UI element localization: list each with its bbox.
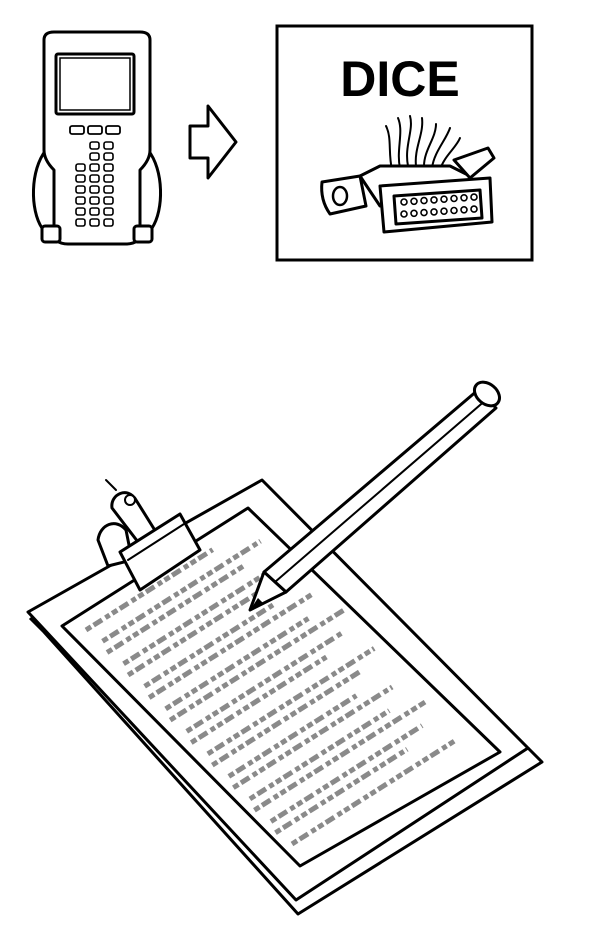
keypad-key — [103, 185, 114, 194]
keypad-key — [75, 163, 86, 172]
connector-pin — [410, 209, 418, 218]
keypad-key — [89, 163, 100, 172]
connector-pin — [420, 208, 428, 217]
connector-pin — [420, 196, 428, 205]
keypad-key — [89, 196, 100, 205]
text-line — [168, 607, 346, 723]
connector-pin — [460, 194, 468, 202]
text-line — [105, 562, 247, 655]
text-line — [210, 669, 361, 768]
handheld-scan-tool-icon — [32, 30, 162, 246]
connector-pin — [410, 197, 418, 206]
connector-pin — [400, 210, 408, 218]
text-line — [164, 616, 310, 711]
keypad-key — [75, 196, 86, 205]
right-arrow-icon — [188, 104, 238, 180]
keypad-key — [89, 174, 100, 183]
connector-pin — [460, 206, 468, 214]
dlc-connector-icon — [320, 115, 496, 234]
text-line — [274, 747, 409, 835]
keypad-key — [75, 218, 86, 227]
text-line — [290, 738, 457, 847]
text-line — [84, 547, 215, 633]
connector-pin — [440, 195, 448, 203]
connector-pin — [400, 198, 408, 206]
clipboard-icon — [26, 478, 544, 916]
connector-pin — [430, 196, 438, 204]
keypad-key — [89, 152, 100, 161]
keypad-key — [103, 174, 114, 183]
keypad-key — [103, 163, 114, 172]
connector-pin — [450, 194, 458, 203]
text-line — [253, 699, 427, 813]
text-line — [101, 539, 262, 644]
keypad-key — [103, 196, 114, 205]
connector-pin — [470, 205, 478, 213]
text-line — [206, 646, 376, 757]
connector-pin — [470, 193, 478, 201]
text-line — [269, 723, 424, 824]
keypad-key — [75, 174, 86, 183]
keypad-key — [89, 185, 100, 194]
connector-pin — [450, 206, 458, 215]
dice-label: DICE — [340, 51, 459, 107]
keypad-key — [89, 207, 100, 216]
connector-pin — [440, 207, 448, 215]
keypad-key — [103, 152, 114, 161]
text-line — [189, 654, 328, 745]
keypad-key — [103, 207, 114, 216]
pencil-icon — [248, 380, 502, 612]
text-line — [126, 577, 280, 678]
text-line — [227, 693, 358, 779]
keypad-key — [103, 218, 114, 227]
keypad-key — [75, 185, 86, 194]
text-line — [143, 601, 277, 689]
keypad-key — [75, 207, 86, 216]
text-line — [248, 708, 391, 802]
keypad-key — [89, 218, 100, 227]
connector-pin — [430, 208, 438, 216]
dice-panel: DICE — [275, 24, 534, 262]
keypad-key — [89, 141, 100, 150]
text-line — [147, 592, 313, 700]
text-line — [232, 684, 394, 790]
keypad-key — [103, 141, 114, 150]
